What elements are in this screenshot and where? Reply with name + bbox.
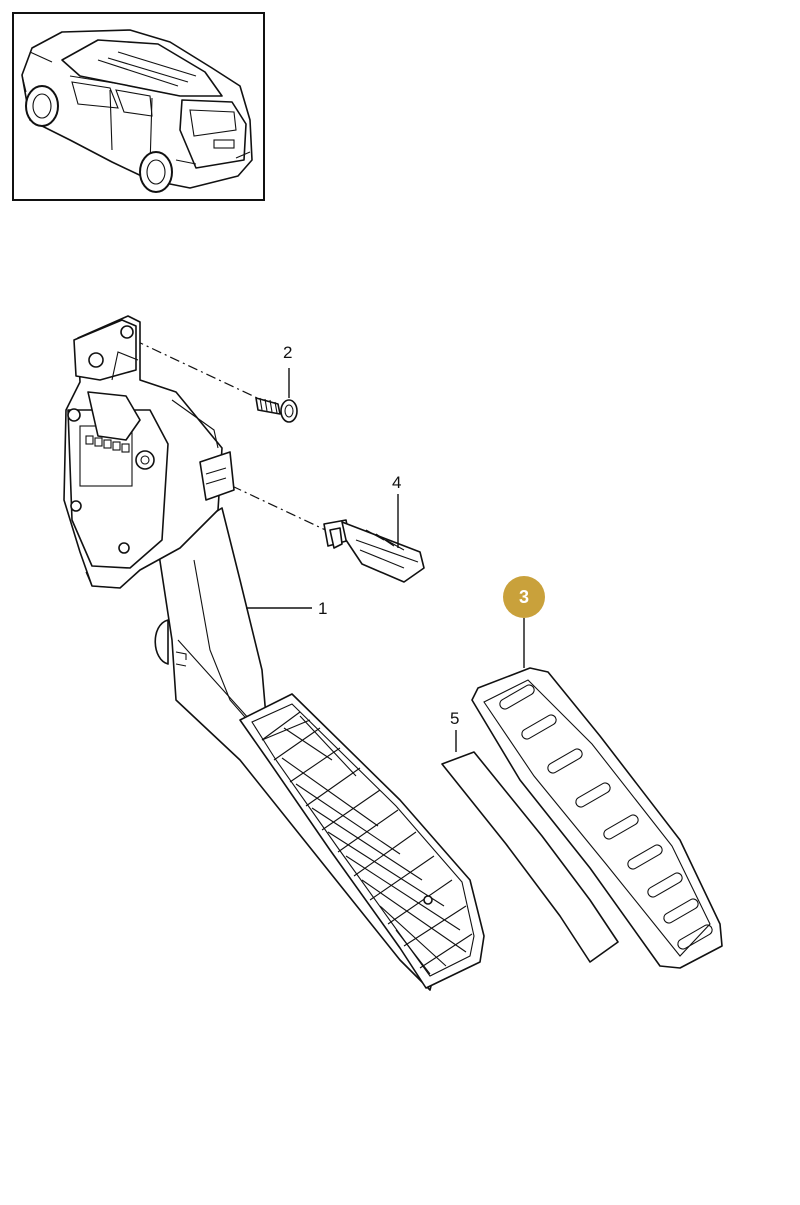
- pedal-pad-cover[interactable]: [471, 667, 723, 969]
- pad-cover-slots: [499, 684, 713, 950]
- pedal-pad[interactable]: [239, 693, 485, 989]
- callout-4-label[interactable]: 4: [392, 473, 401, 492]
- callout-1-label[interactable]: 1: [318, 599, 327, 618]
- callout-3-label: 3: [519, 587, 529, 607]
- screw[interactable]: [255, 397, 298, 423]
- vehicle-thumbnail[interactable]: [12, 12, 265, 201]
- connector-clip[interactable]: [323, 519, 425, 583]
- pedal-pad-pattern: [261, 711, 473, 975]
- callout-5-label[interactable]: 5: [450, 709, 459, 728]
- assembly-line-clip: [231, 485, 335, 535]
- adhesive-strip[interactable]: [441, 751, 619, 963]
- suv-illustration: [21, 29, 253, 193]
- callout-2-label[interactable]: 2: [283, 343, 292, 362]
- assembly-line-screw: [133, 339, 271, 405]
- callout-3-badge: [503, 576, 545, 618]
- connector-pins: [85, 435, 130, 453]
- callout-3-highlight[interactable]: 3: [503, 576, 545, 618]
